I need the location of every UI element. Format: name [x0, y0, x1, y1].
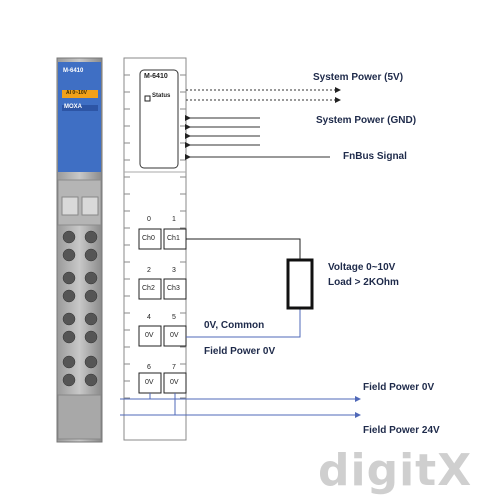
schematic-model-label: M-6410 — [144, 73, 168, 80]
terminal-ch3 — [163, 278, 187, 300]
status-led — [144, 95, 151, 102]
io-module-photo — [56, 57, 103, 443]
field-power-0v-left-label: Field Power 0V — [204, 346, 276, 357]
terminal-num-5: 5 — [172, 314, 176, 321]
load-impedance-label: Load > 2KOhm — [328, 277, 399, 288]
terminal-0v-4 — [138, 325, 162, 347]
schematic-module — [123, 57, 187, 441]
module-label-panel — [58, 62, 101, 172]
terminal-label-ch1: Ch1 — [167, 235, 180, 242]
load-wiring — [186, 238, 301, 338]
system-power-gnd-label: System Power (GND) — [316, 115, 417, 126]
system-power-gnd-arrows — [185, 115, 260, 148]
terminal-num-6: 6 — [147, 364, 151, 371]
load-voltage-label: Voltage 0~10V — [328, 262, 396, 273]
terminal-num-0: 0 — [147, 216, 151, 223]
fnbus-label: FnBus Signal — [343, 151, 407, 162]
module-photo-brand: MOXA — [64, 104, 82, 110]
field-power-rails — [120, 393, 361, 418]
terminal-label-0v-7: 0V — [170, 379, 179, 386]
terminal-label-0v-5: 0V — [170, 332, 179, 339]
terminal-label-0v-6: 0V — [145, 379, 154, 386]
terminal-holes — [62, 230, 98, 387]
rail-field-power-0v-label: Field Power 0V — [363, 382, 435, 393]
terminal-0v-5 — [163, 325, 187, 347]
common-label: 0V, Common — [204, 320, 265, 331]
terminal-label-ch2: Ch2 — [142, 285, 155, 292]
load-resistor — [286, 258, 314, 310]
status-label: Status — [152, 93, 171, 99]
terminal-num-4: 4 — [147, 314, 151, 321]
system-power-5v-arrows — [186, 87, 341, 103]
watermark-logo: digitX — [318, 445, 473, 496]
terminal-label-ch3: Ch3 — [167, 285, 180, 292]
system-power-5v-label: System Power (5V) — [313, 72, 404, 83]
terminal-label-0v-4: 0V — [145, 332, 154, 339]
terminal-ch0 — [138, 228, 162, 250]
module-photo-model: M-6410 — [63, 68, 84, 74]
terminal-boxes — [138, 228, 187, 394]
terminal-num-7: 7 — [172, 364, 176, 371]
terminal-num-2: 2 — [147, 267, 151, 274]
module-photo-sublabel: AI 0~10V — [66, 90, 87, 96]
terminal-label-ch0: Ch0 — [142, 235, 155, 242]
terminal-ch2 — [138, 278, 162, 300]
rail-field-power-24v-label: Field Power 24V — [363, 425, 440, 436]
terminal-num-3: 3 — [172, 267, 176, 274]
terminal-num-1: 1 — [172, 216, 176, 223]
